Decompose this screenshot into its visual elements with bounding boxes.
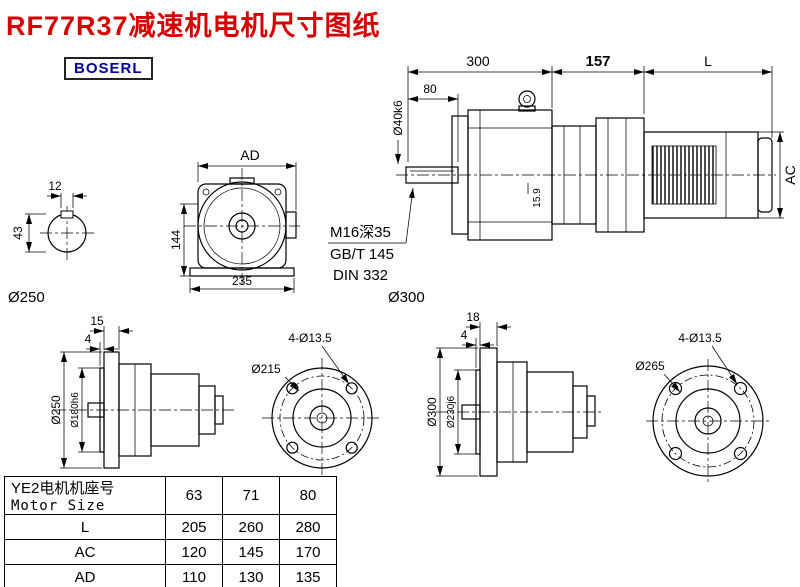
dim-key-width: 12: [48, 179, 62, 193]
dim-spigot-dia-left: Ø180h6: [70, 392, 81, 428]
dim-flange-od-left: Ø250: [49, 395, 63, 425]
shaft-section-view: 12 43: [11, 179, 94, 260]
dim-spigot-len-right: 4: [461, 328, 468, 342]
note-tap: M16深35: [330, 224, 391, 241]
flange-left-face-view: 4-Ø13.5 Ø215: [251, 331, 382, 478]
table-header-cn: YE2电机机座号: [11, 480, 115, 497]
row-label: AC: [4, 539, 166, 565]
cell-value: 120: [165, 539, 223, 565]
cell-value: 145: [222, 539, 280, 565]
dim-l: L: [704, 53, 712, 69]
dim-157: 157: [585, 53, 610, 70]
label-bolt-holes-left: 4-Ø13.5: [288, 331, 332, 345]
dim-300: 300: [466, 53, 490, 69]
bolt-hole: [668, 446, 683, 461]
eyebolt-icon: [518, 90, 536, 108]
cell-value: 130: [222, 564, 280, 587]
dim-ac: AC: [782, 165, 798, 184]
label-bolt-holes-right: 4-Ø13.5: [678, 331, 722, 345]
dim-80: 80: [423, 82, 437, 96]
table-size-71: 71: [222, 476, 280, 515]
label-bolt-circle-left: Ø215: [251, 362, 281, 376]
cell-value: 205: [165, 514, 223, 540]
bolt-hole: [345, 382, 358, 395]
note-din: DIN 332: [333, 267, 388, 284]
dim-235: 235: [232, 274, 252, 288]
brand-logo: BOSERL: [64, 57, 153, 80]
motor-winding: [651, 145, 717, 205]
input-shaft: [405, 166, 459, 184]
dim-key-height: 15.9: [532, 188, 543, 208]
dim-flange-od-right: Ø300: [425, 397, 439, 427]
dim-flange-thk-right: 18: [466, 310, 480, 324]
row-label: AD: [4, 564, 166, 587]
gearbox-base: [189, 267, 295, 277]
cell-value: 135: [279, 564, 337, 587]
dim-144: 144: [169, 230, 183, 250]
flange-right-face-view: 4-Ø13.5 Ø265: [635, 331, 770, 483]
flange-outer-circle: [271, 367, 373, 469]
dim-flange-thk-left: 15: [90, 314, 104, 328]
table-row-ac: AC 120 145 170: [4, 539, 337, 565]
table-header-en: Motor Size: [11, 498, 106, 514]
label-right-group-dia: Ø300: [388, 289, 425, 306]
table-row-l: L 205 260 280: [4, 514, 337, 540]
page-title: RF77R37减速机电机尺寸图纸: [6, 11, 381, 41]
flange-right-side-view: 18 4 Ø300 Ø230j6: [425, 310, 604, 477]
dim-shaft-height: 43: [11, 226, 25, 240]
dim-spigot-len-left: 4: [85, 332, 92, 346]
bolt-hole: [345, 441, 358, 454]
bolt-hole: [668, 381, 683, 396]
fan-cover: [757, 137, 773, 213]
table-header-cell: YE2电机机座号 Motor Size: [4, 476, 166, 515]
label-bolt-circle-right: Ø265: [635, 359, 665, 373]
keyway: [60, 210, 74, 219]
dim-spigot-dia-right: Ø230j6: [446, 395, 457, 428]
bolt-hole: [733, 446, 748, 461]
cell-value: 280: [279, 514, 337, 540]
assembly-side-view: 300 157 L 80 Ø40k6 AC 15.9 M16深35 GB/T 1…: [328, 53, 798, 284]
bolt-hole: [733, 381, 748, 396]
table-header-row: YE2电机机座号 Motor Size 63 71 80: [4, 476, 337, 515]
cell-value: 260: [222, 514, 280, 540]
cell-value: 110: [165, 564, 223, 587]
flange-left-side-view: 15 4 Ø250 Ø180h6: [49, 314, 236, 469]
cell-value: 170: [279, 539, 337, 565]
table-row-ad: AD 110 130 135: [4, 564, 337, 587]
bolt-hole: [286, 441, 299, 454]
gearbox-front-view: AD 144 235: [169, 147, 300, 293]
row-label: L: [4, 514, 166, 540]
dim-shaft-dia: Ø40k6: [391, 100, 405, 136]
note-gbt: GB/T 145: [330, 246, 394, 263]
motor-size-table: YE2电机机座号 Motor Size 63 71 80 L 205 260 2…: [4, 476, 337, 587]
dim-ad: AD: [240, 147, 259, 163]
table-size-63: 63: [165, 476, 223, 515]
table-size-80: 80: [279, 476, 337, 515]
label-left-group-dia: Ø250: [8, 289, 45, 306]
flange-outer-circle: [652, 365, 764, 477]
